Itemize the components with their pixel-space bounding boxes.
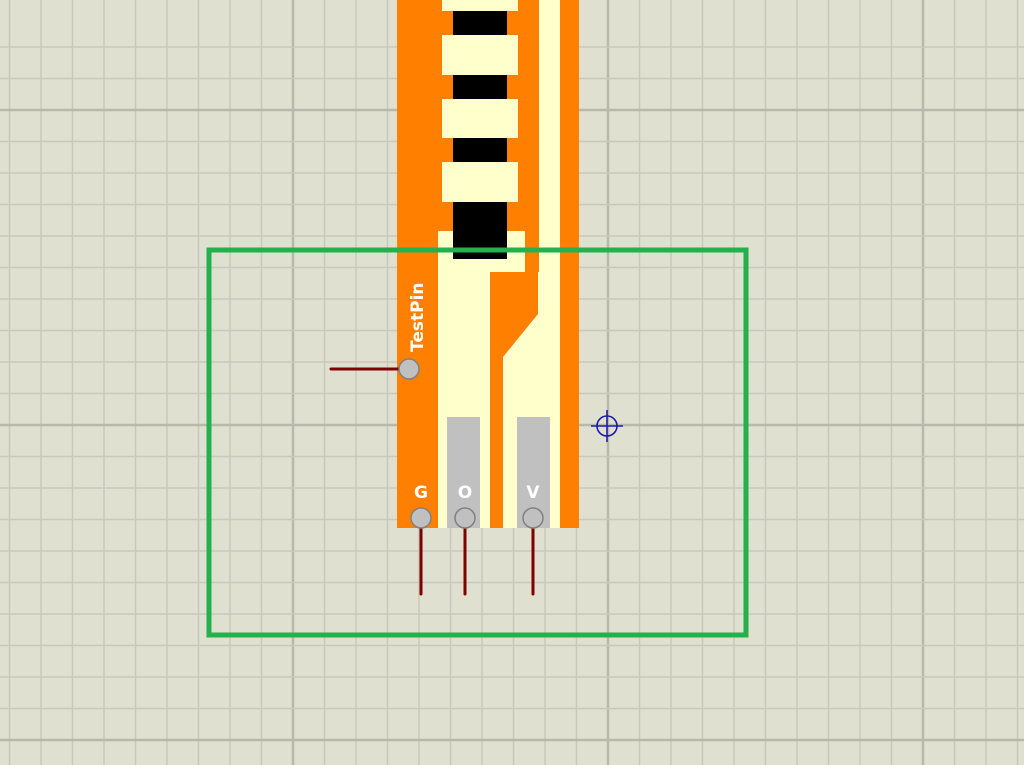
- pin-label-v: V: [526, 483, 540, 503]
- pin-g[interactable]: [410, 507, 432, 529]
- element-pad: [442, 99, 518, 138]
- pin-testpin[interactable]: [398, 358, 420, 380]
- element-pad: [442, 35, 518, 75]
- sensor-component[interactable]: TestPin G O V: [397, 0, 579, 528]
- element-pad: [442, 0, 518, 11]
- element-pad: [442, 162, 518, 202]
- pin-o[interactable]: [454, 507, 476, 529]
- selection-box[interactable]: [206, 247, 749, 638]
- pin-label-g: G: [414, 483, 428, 503]
- pin-label-o: O: [458, 483, 472, 503]
- pin-label-testpin: TestPin: [408, 282, 428, 352]
- trace-right: [539, 0, 560, 528]
- pin-v[interactable]: [522, 507, 544, 529]
- pin-wires: [329, 367, 535, 596]
- crosshair-icon: [591, 410, 623, 442]
